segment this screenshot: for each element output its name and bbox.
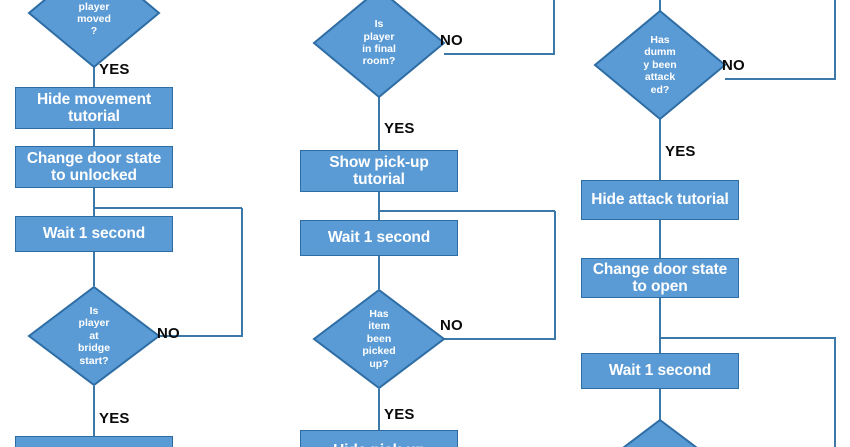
connector-c1-p3-to-d2 [93,252,95,286]
branch-label-c2-d1-yes: YES [384,120,415,137]
process-hide-movement-tutorial[interactable]: Hide movement tutorial [15,87,173,129]
diamond-shape [27,0,161,69]
process-show-player-clipped[interactable]: Show player [15,436,173,447]
connector-c3-d1-to-p1 [659,119,661,181]
decision-has-dummy-been-attacked[interactable]: Has dumm y been attack ed? [593,9,727,121]
process-change-door-open[interactable]: Change door state to open [581,258,739,298]
decision-is-player-at-bridge-start[interactable]: Is player at bridge start? [27,285,161,387]
connector-c1-p1-to-p2 [93,129,95,146]
connector-c1-p2-to-p3 [93,188,95,216]
decision-is-player-in-final-room[interactable]: Is player in final room? [312,0,446,99]
branch-label-c1-d2-yes: YES [99,410,130,427]
process-hide-attack-tutorial[interactable]: Hide attack tutorial [581,180,739,220]
connector-c3-p1-to-p2 [659,220,661,258]
connector-c2-p1-to-p2 [378,192,380,220]
connector-c1-no-riser [241,208,243,336]
connector-c2-d2-no-out [444,338,556,340]
connector-c2-d2-to-p3 [378,389,380,430]
process-show-pickup-tutorial[interactable]: Show pick-up tutorial [300,150,458,192]
branch-label-c2-d2-yes: YES [384,406,415,423]
connector-c1-no-return [93,207,242,209]
connector-c2-no-return [378,210,555,212]
decision-has-item-been-picked-up[interactable]: Has item been picked up? [312,288,446,390]
connector-c2-d1-no-out [444,53,555,55]
process-change-door-unlocked[interactable]: Change door state to unlocked [15,146,173,188]
branch-label-c1-d2-no: NO [157,325,180,342]
branch-label-c2-d2-no: NO [440,317,463,334]
connector-c3-d1-no-out [725,78,836,80]
connector-c3-p2-to-p3 [659,298,661,353]
connector-c3-no-return [659,337,836,339]
connector-c2-d1-no-riser [553,0,555,54]
diamond-shape [27,285,161,387]
connector-c1-d2-to-p4 [93,386,95,436]
diamond-shape [593,9,727,121]
connector-c3-p3-to-d2 [659,389,661,420]
branch-label-c3-d1-yes: YES [665,143,696,160]
connector-c3-no-riser [834,337,836,447]
decision-has-player-moved[interactable]: Has player moved ? [27,0,161,69]
connector-c3-d1-no-riser [834,0,836,79]
connector-c2-d1-to-p1 [378,92,380,155]
diamond-shape [312,288,446,390]
diamond-shape [594,418,726,447]
connector-c3-top-in [659,0,661,12]
process-wait-1-second-c2[interactable]: Wait 1 second [300,220,458,256]
connector-c2-no-riser [554,211,556,339]
diamond-shape [312,0,446,99]
branch-label-c2-d1-no: NO [440,32,463,49]
connector-c1-d1-to-p1 [93,62,95,88]
process-hide-pickup-clipped[interactable]: Hide pick-up [300,430,458,447]
process-wait-1-second-c3[interactable]: Wait 1 second [581,353,739,389]
decision-bottom-clipped[interactable] [594,418,726,447]
process-wait-1-second-c1[interactable]: Wait 1 second [15,216,173,252]
branch-label-c3-d1-no: NO [722,57,745,74]
connector-c1-d2-no-out [159,335,243,337]
branch-label-c1-d1-yes: YES [99,61,130,78]
connector-c2-p2-to-d2 [378,256,380,289]
